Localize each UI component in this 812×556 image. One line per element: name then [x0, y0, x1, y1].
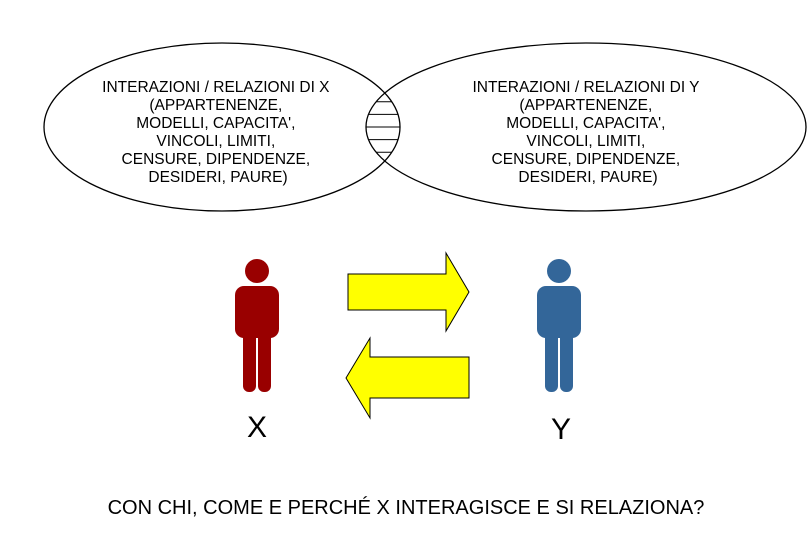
right-set-line: (APPARTENENZE,: [519, 97, 652, 114]
right-set-line: INTERAZIONI / RELAZIONI DI Y: [472, 79, 699, 96]
left-set-ellipse: [43, 42, 401, 212]
arrow-left-icon: [345, 336, 470, 420]
right-set-line: DESIDERI, PAURE): [518, 169, 657, 186]
left-set-line: CENSURE, DIPENDENZE,: [122, 151, 311, 168]
left-set-line: MODELLI, CAPACITA',: [136, 115, 295, 132]
right-set-line: CENSURE, DIPENDENZE,: [492, 151, 681, 168]
right-set-ellipse: [365, 42, 807, 212]
left-set-line: VINCOLI, LIMITI,: [156, 133, 275, 150]
person-y-label: Y: [551, 413, 571, 446]
person-y-icon: [537, 259, 581, 392]
person-x-label: X: [247, 411, 267, 444]
arrow-right-icon: [347, 251, 470, 333]
right-set-text: INTERAZIONI / RELAZIONI DI Y (APPARTENEN…: [472, 79, 703, 186]
person-x-icon: [235, 259, 279, 392]
left-set-line: DESIDERI, PAURE): [148, 169, 287, 186]
left-set-line: INTERAZIONI / RELAZIONI DI X: [102, 79, 330, 96]
right-set-line: VINCOLI, LIMITI,: [526, 133, 645, 150]
left-set-line: (APPARTENENZE,: [149, 97, 282, 114]
left-set-text: INTERAZIONI / RELAZIONI DI X (APPARTENEN…: [102, 79, 334, 186]
bottom-question: CON CHI, COME E PERCHÉ X INTERAGISCE E S…: [108, 496, 705, 519]
right-set-line: MODELLI, CAPACITA',: [506, 115, 665, 132]
